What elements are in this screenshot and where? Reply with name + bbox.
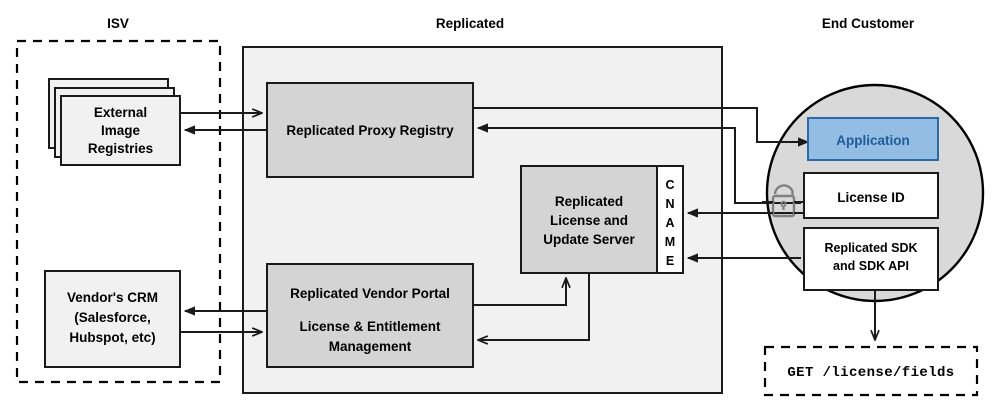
replicated-sdk-line-2: and SDK API [833,259,909,273]
external-image-registries-line-3: Registries [88,141,153,156]
vendor-crm-line-3: Hubspot, etc) [69,330,155,345]
cname-letter-3: A [665,216,674,230]
license-id-label: License ID [837,190,905,205]
external-image-registries[interactable] [60,95,181,166]
vendor-crm-line-1: Vendor's CRM [67,290,158,305]
license-update-server-line-3: Update Server [543,232,635,247]
application[interactable] [807,117,939,161]
cname-letter-1: C [665,178,674,192]
license-update-server-line-2: License and [550,213,628,228]
application-label: Application [836,133,910,148]
cname-strip[interactable] [656,165,684,274]
cname-letter-4: M [665,235,675,249]
vendor-portal-line-2: License & Entitlement [299,319,441,334]
external-image-registries-line-1: External [94,105,147,120]
unlocked-padlock-icon [771,184,796,218]
zone-title-end-customer: End Customer [822,16,915,31]
vendor-crm[interactable] [44,270,181,368]
vendor-portal-line-3: Management [329,339,412,354]
zone-title-replicated: Replicated [436,16,504,31]
replicated-proxy-registry[interactable] [266,82,474,178]
flow-proxy-to-application [473,107,808,142]
replicated-vendor-portal[interactable] [266,263,474,368]
license-id[interactable] [803,172,939,219]
api-request-box [763,345,979,397]
replicated-sdk-line-1: Replicated SDK [824,241,917,255]
flow-vendor-portal-to-update-server [473,278,566,306]
cname-letter-5: E [666,254,674,268]
replicated-sdk-and-api[interactable] [803,227,939,291]
zone-title-isv: ISV [107,16,129,31]
external-image-registries-line-2: Image [101,123,141,138]
flow-update-server-to-vendor-portal [478,273,590,340]
cname-letter-2: N [665,197,674,211]
vendor-crm-line-2: (Salesforce, [74,310,151,325]
isv-zone-boundary [15,39,222,384]
license-update-server-line-1: Replicated [555,194,623,209]
vendor-portal-line-1: Replicated Vendor Portal [290,286,450,301]
replicated-proxy-registry-label: Replicated Proxy Registry [286,123,454,138]
api-request-label: GET /license/fields [787,365,954,381]
